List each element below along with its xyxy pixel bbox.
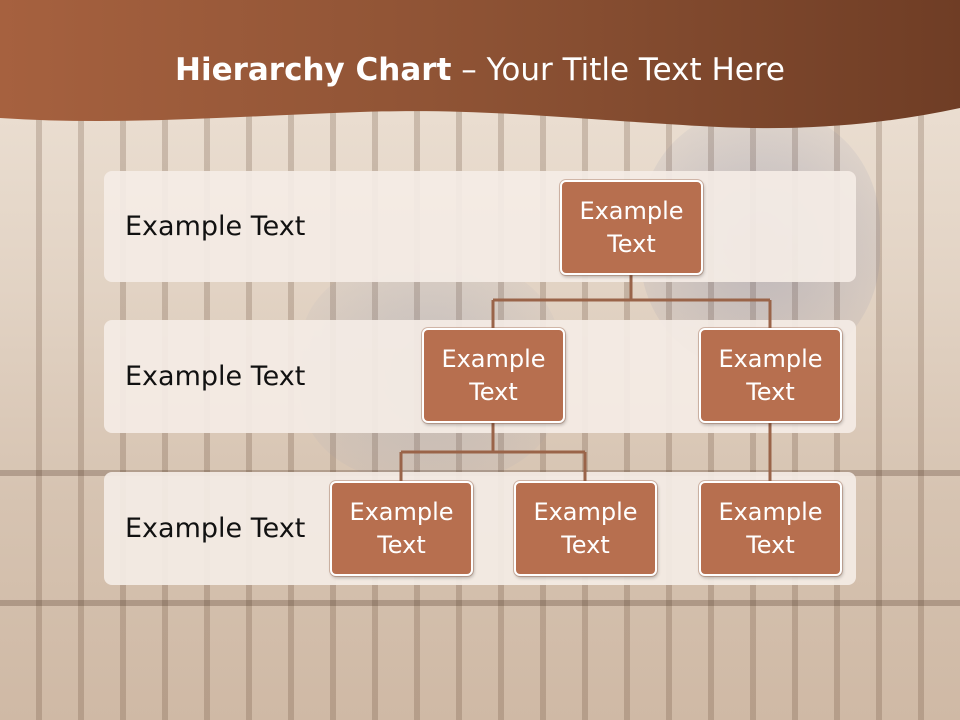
title-regular-part: – Your Title Text Here bbox=[451, 52, 785, 88]
level-band-1: Example Text bbox=[104, 171, 856, 282]
level-label-2: Example Text bbox=[125, 361, 306, 392]
level-label-1: Example Text bbox=[125, 211, 306, 242]
title-bold-part: Hierarchy Chart bbox=[175, 52, 452, 88]
header-banner bbox=[0, 0, 960, 129]
background-railing bbox=[0, 600, 960, 606]
connector-left-to-level3 bbox=[399, 421, 587, 482]
connector-root-to-level2 bbox=[491, 274, 772, 329]
slide-title: Hierarchy Chart – Your Title Text Here bbox=[0, 52, 960, 88]
level-label-3: Example Text bbox=[125, 513, 306, 544]
